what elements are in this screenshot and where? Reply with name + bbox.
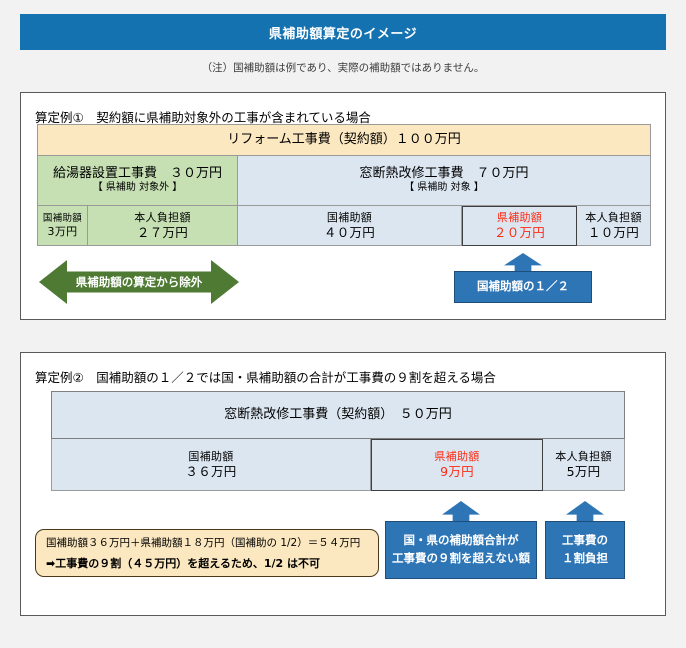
example-2-callout-0-line-2: 工事費の９割を超えない額 [392,551,530,565]
example-1-amount-label-3: 県補助額 [496,211,543,225]
exclusion-arrow-label: 県補助額の算定から除外 [75,275,203,289]
example-1-amount-label-0: 国補助額 [42,212,83,224]
example-1-amount-label-4: 本人負担額 [585,210,642,224]
example-1-work-row-1: 窓断熱改修工事費 ７０万円 【 県補助 対象 】 [238,156,651,206]
example-1-work-tag-1: 【 県補助 対象 】 [404,182,484,194]
example-1-title: 算定例① 契約額に県補助対象外の工事が含まれている場合 [35,110,371,125]
example-2-amount-label-0: 国補助額 [188,449,234,463]
example-1-amount-label-1: 本人負担額 [134,210,191,224]
cream-note-line-2: ➡工事費の９割（４５万円）を超えるため、1/2 は不可 [46,557,321,570]
exclusion-double-arrow: 県補助額の算定から除外 [39,260,239,304]
example-1-amount-cell-2: 国補助額 ４０万円 [238,206,462,246]
example-2-callout-1: 工事費の １割負担 [545,501,625,579]
example-1-amount-cell-ken: 県補助額 ２０万円 [462,206,577,246]
header-note: （注）国補助額は例であり、実際の補助額ではありません。 [201,62,485,74]
example-2-cream-note: 国補助額３６万円＋県補助額１８万円（国補助の 1/2）＝５４万円 ➡工事費の９割… [35,529,379,577]
example-1-amount-value-4: １０万円 [587,224,640,240]
example-2-amount-cell-2: 本人負担額 5万円 [543,439,625,491]
example-1-amount-value-0: 3万円 [47,224,78,238]
example-2-amount-label-2: 本人負担額 [555,449,612,463]
example-1-total-row: リフォーム工事費（契約額）１００万円 [37,124,651,156]
example-2-amount-cell-ken: 県補助額 9万円 [371,439,543,491]
example-1-callout-text: 国補助額の１／２ [477,279,569,294]
callout-up-arrow-icon [504,253,542,273]
example-2-total-label: 窓断熱改修工事費（契約額） ５０万円 [224,406,452,422]
example-1-work-row-0: 給湯器設置工事費 ３０万円 【 県補助 対象外 】 [37,156,238,206]
example-2-callout-1-line-2: １割負担 [562,551,608,565]
example-2-panel: 算定例② 国補助額の１／２では国・県補助額の合計が工事費の９割を超える場合 窓断… [20,352,666,616]
example-1-amount-value-1: ２７万円 [136,224,189,240]
callout-up-arrow-icon [566,501,604,523]
example-1-work-name-0: 給湯器設置工事費 ３０万円 [52,166,222,182]
example-1-amount-cell-4: 本人負担額 １０万円 [577,206,651,246]
example-2-amount-value-1: 9万円 [440,464,474,480]
example-1-amount-cell-0: 国補助額 3万円 [37,206,88,246]
example-1-callout: 国補助額の１／２ [454,253,592,303]
callout-up-arrow-icon [442,501,480,523]
example-2-amount-value-2: 5万円 [566,463,601,479]
example-1-panel: 算定例① 契約額に県補助対象外の工事が含まれている場合 リフォーム工事費（契約額… [20,92,666,320]
example-1-total-label: リフォーム工事費（契約額）１００万円 [227,131,461,147]
example-1-work-tag-0: 【 県補助 対象外 】 [92,182,183,194]
example-1-amount-value-3: ２０万円 [493,225,546,241]
example-2-callout-1-line-1: 工事費の [562,533,608,548]
example-1-amount-value-2: ４０万円 [323,224,376,240]
example-2-amount-label-1: 県補助額 [434,450,480,464]
page-header-bar: 県補助額算定のイメージ [20,14,666,50]
example-2-callout-0-line-1: 国・県の補助額合計が [403,533,519,548]
example-2-callout-box-0: 国・県の補助額合計が 工事費の９割を超えない額 [385,521,537,579]
example-2-total-row: 窓断熱改修工事費（契約額） ５０万円 [51,391,625,439]
example-2-title: 算定例② 国補助額の１／２では国・県補助額の合計が工事費の９割を超える場合 [35,370,496,385]
example-1-amount-cell-1: 本人負担額 ２７万円 [88,206,238,246]
example-2-amount-value-0: ３６万円 [185,463,237,479]
page-title: 県補助額算定のイメージ [268,26,418,42]
cream-note-line-1: 国補助額３６万円＋県補助額１８万円（国補助の 1/2）＝５４万円 [46,537,361,549]
example-1-amount-label-2: 国補助額 [326,210,373,224]
example-2-amount-cell-0: 国補助額 ３６万円 [51,439,371,491]
example-2-callout-0: 国・県の補助額合計が 工事費の９割を超えない額 [385,501,537,579]
example-1-work-name-1: 窓断熱改修工事費 ７０万円 [359,166,529,182]
example-2-callout-box-1: 工事費の １割負担 [545,521,625,579]
example-1-callout-box: 国補助額の１／２ [454,271,592,303]
